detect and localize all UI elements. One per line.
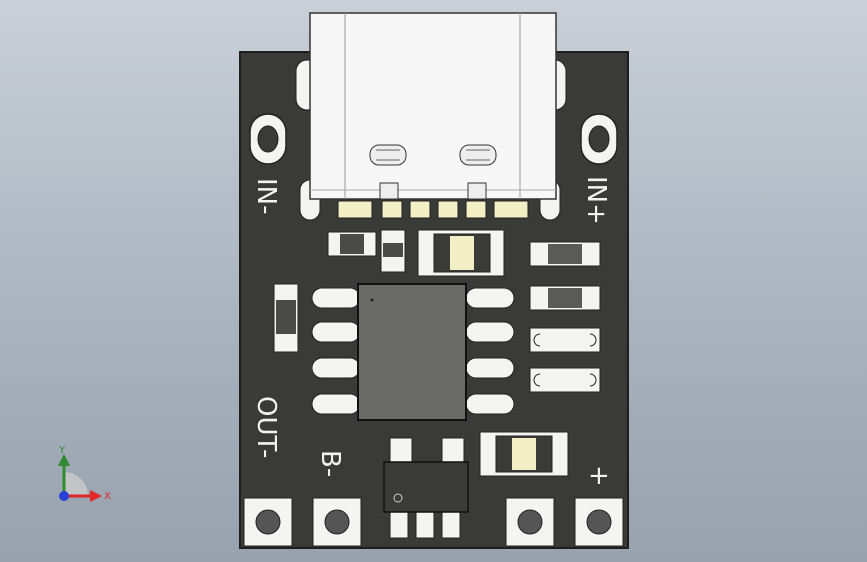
led-top xyxy=(417,229,505,277)
solder-pad-b-minus xyxy=(312,497,362,547)
usb-c-connector xyxy=(309,12,557,200)
diode-d2 xyxy=(529,367,601,393)
diode-d1 xyxy=(529,327,601,353)
transistor-sot23 xyxy=(383,437,469,539)
resistor-r4 xyxy=(273,283,299,353)
silk-in-minus: IN- xyxy=(251,178,281,215)
ic-main-sop8 xyxy=(311,283,515,421)
silk-out-minus: OUT- xyxy=(251,396,281,458)
axis-y-label: Y xyxy=(58,445,66,456)
axis-x-label: X xyxy=(104,491,111,502)
resistor-r3 xyxy=(529,285,601,311)
resistor-r1 xyxy=(327,231,377,257)
axis-triad: Y X xyxy=(58,445,111,502)
silk-in-plus: IN+ xyxy=(581,176,611,225)
solder-pad-out-plus xyxy=(574,497,624,547)
usb-pads xyxy=(337,200,529,219)
silk-plus: + xyxy=(588,461,610,491)
silk-b-minus: B- xyxy=(315,450,345,477)
led-bottom xyxy=(479,431,569,477)
capacitor-c1 xyxy=(380,229,406,273)
mounting-hole-right xyxy=(580,113,618,165)
resistor-r2 xyxy=(529,241,601,267)
solder-pad-out-minus xyxy=(243,497,293,547)
mounting-hole-left xyxy=(249,113,287,165)
solder-pad-b-plus xyxy=(505,497,555,547)
